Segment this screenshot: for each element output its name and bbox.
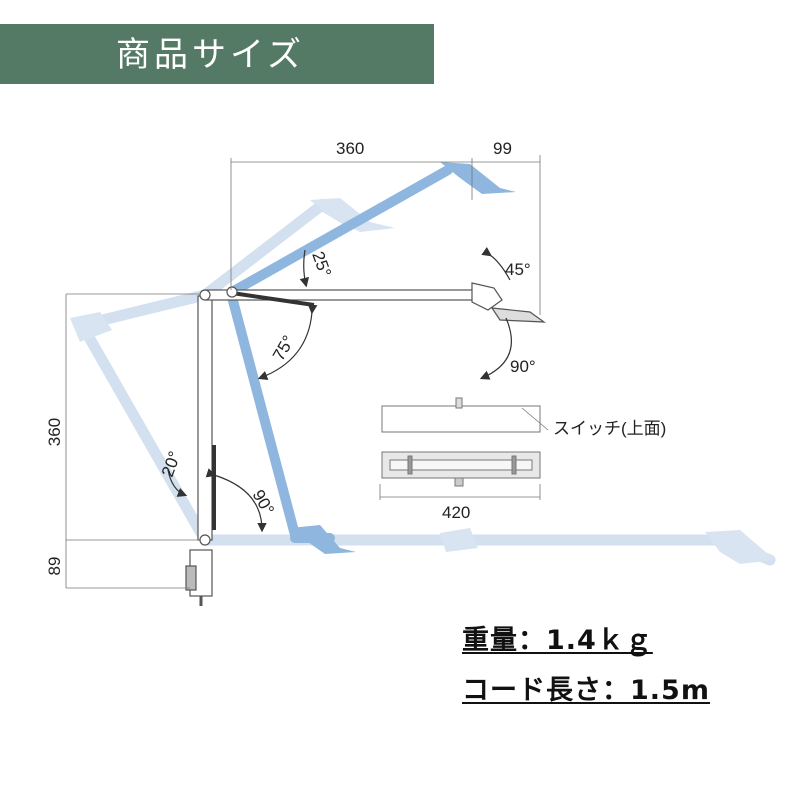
blue-arm-lower	[227, 292, 300, 540]
blue-arm-upper	[227, 165, 453, 297]
dim-head-width: 420	[442, 503, 470, 522]
dim-arm-length: 360	[336, 139, 364, 158]
lamp-head	[490, 307, 547, 323]
page-title: 商品サイズ	[116, 35, 305, 75]
blue-lamp-positions	[227, 165, 453, 543]
arc-25	[299, 249, 310, 288]
angle-label-20: 20°	[158, 449, 185, 480]
lamp-clamp-jaw	[185, 565, 197, 591]
arc-45	[481, 246, 511, 281]
switch-label: スイッチ(上面)	[553, 419, 666, 438]
dim-clamp-height: 89	[45, 557, 64, 576]
dim-head-offset: 99	[493, 139, 512, 158]
tension-spring-top	[231, 291, 315, 307]
angle-label-25: 25°	[308, 249, 335, 280]
joint-arm	[226, 286, 238, 298]
angle-label-90-pole: 90°	[249, 487, 278, 519]
header-bar	[0, 24, 434, 84]
dim-pole-height: 360	[45, 418, 64, 446]
ghost-lamp-positions	[73, 198, 776, 566]
blue-lamp-heads	[290, 162, 516, 554]
arc-20	[167, 469, 188, 497]
arc-75	[257, 304, 318, 380]
lamp-pole	[197, 295, 213, 541]
spec-cord-length: コード長さ：1.5m	[462, 675, 710, 706]
arc-90-head	[479, 317, 512, 380]
ghost-arm-raised	[199, 198, 356, 301]
switch-icon	[455, 397, 463, 409]
joint-bottom	[199, 534, 211, 546]
angle-label-75: 75°	[269, 332, 298, 364]
angle-label-90-head: 90°	[510, 357, 536, 376]
angle-label-45: 45°	[505, 260, 531, 279]
lamp-head-joint	[471, 282, 503, 311]
head-top-view	[381, 397, 541, 433]
spec-weight: 重量：1.4ｋｇ	[462, 625, 653, 656]
joint-top	[199, 289, 211, 301]
arc-90-pole	[205, 468, 267, 533]
angle-arcs	[167, 246, 512, 533]
dimension-lines	[65, 155, 541, 589]
head-front-view	[381, 451, 541, 487]
ghost-lamp-heads	[70, 198, 775, 564]
switch-leader	[521, 407, 549, 431]
